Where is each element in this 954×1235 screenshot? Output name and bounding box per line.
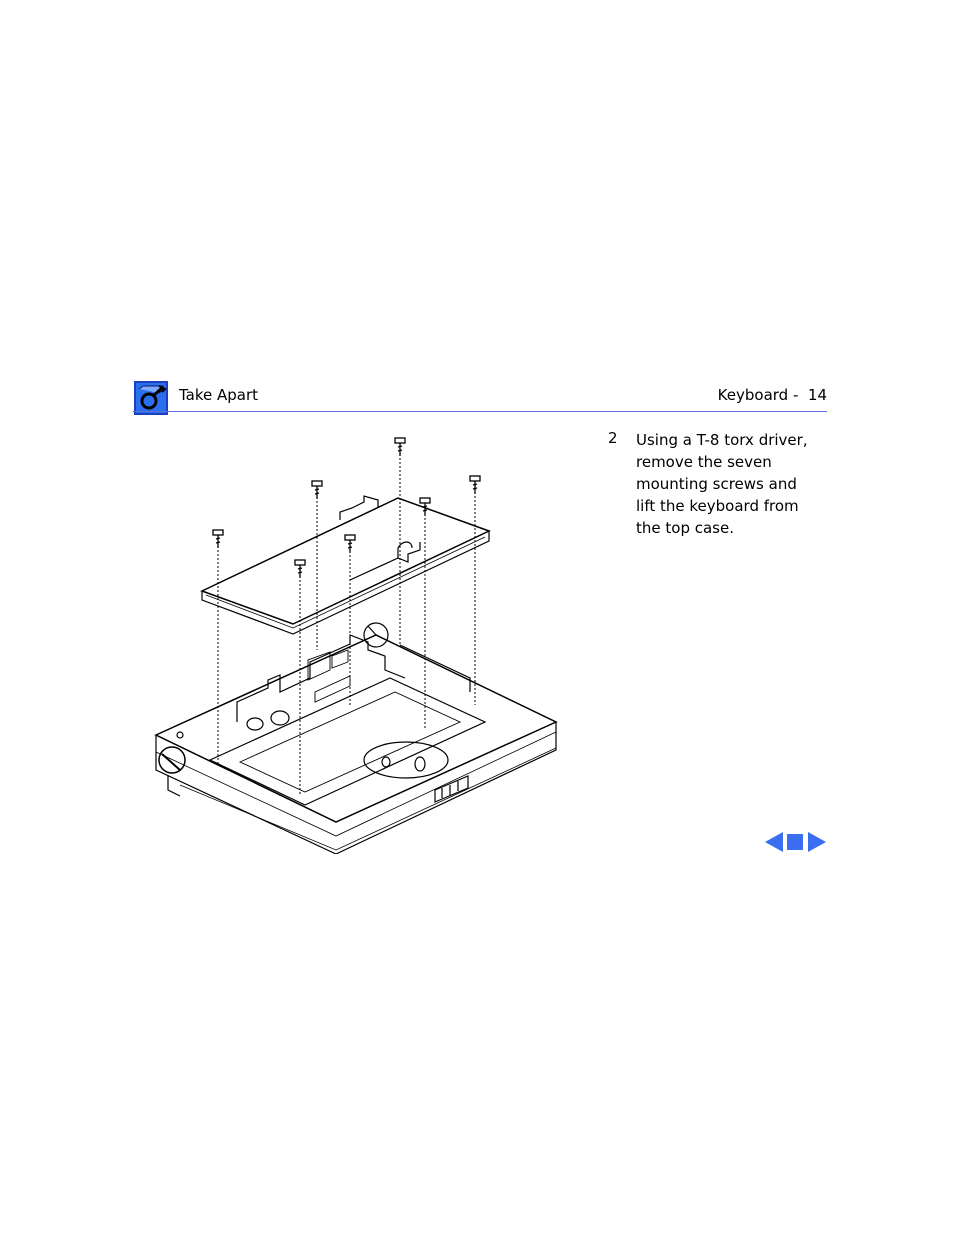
step-instructions: Using a T-8 torx driver, remove the seve…	[636, 431, 808, 537]
page-navigation	[764, 830, 828, 854]
page-header: Take Apart Keyboard - 14	[133, 380, 827, 415]
header-rule	[133, 411, 827, 412]
step-number: 2	[608, 429, 618, 447]
section-title: Take Apart	[179, 386, 259, 404]
keyboard-removal-exploded-diagram	[154, 437, 558, 854]
left-arrow-icon[interactable]	[764, 830, 784, 854]
apple-service-wrench-icon	[134, 381, 168, 415]
page-label: Keyboard - 14	[717, 386, 827, 404]
square-stop-icon[interactable]	[787, 834, 803, 850]
right-arrow-icon[interactable]	[807, 830, 827, 854]
